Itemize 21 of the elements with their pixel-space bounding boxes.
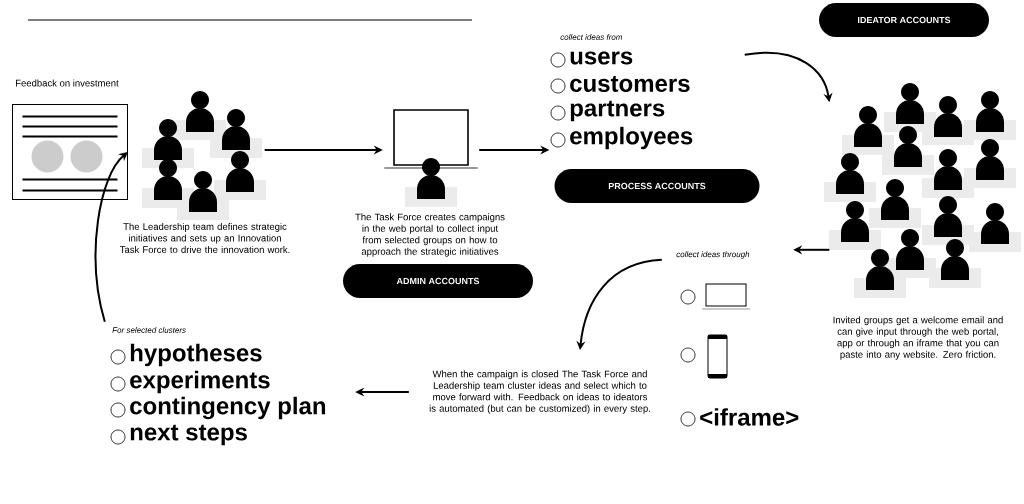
caption-text: The Leadership team defines strategic initiatives and sets up an Innovation Task Force to drive the innovation work. bbox=[119, 223, 290, 253]
list-item: partners bbox=[570, 100, 665, 122]
list-item: customers bbox=[570, 76, 690, 92]
list-item: hypotheses bbox=[130, 343, 262, 367]
list-item: users bbox=[570, 51, 633, 65]
account-pill: PROCESS ACCOUNTS bbox=[554, 169, 760, 203]
list-item: employees bbox=[570, 126, 693, 150]
account-pill: ADMIN ACCOUNTS bbox=[343, 264, 533, 298]
heading-text: Feedback on investment bbox=[16, 79, 119, 87]
list-item: experiments bbox=[130, 370, 270, 394]
caption-text: Invited groups get a welcome email and can give input through the web portal, app or through an iframe that you can paste into any website. Zero friction. bbox=[833, 316, 1003, 360]
list-heading: For selected clusters bbox=[112, 327, 186, 333]
list-item: next steps bbox=[130, 424, 247, 446]
arrow bbox=[94, 152, 128, 323]
list-heading: collect ideas from bbox=[560, 34, 623, 40]
paragraph-text: When the campaign is closed The Task Force and Leadership team cluster ideas and select which to move forward with. Feedback on ideas to ideators is automated (but can be customized) in every step. bbox=[429, 370, 650, 414]
account-pill: IDEATOR ACCOUNTS bbox=[819, 3, 989, 37]
list-heading: collect ideas through bbox=[676, 251, 750, 259]
caption-text: The Task Force creates campaigns in the web portal to collect input from selected groups on how to approach the strategic initiatives bbox=[355, 213, 505, 257]
list-item: <iframe> bbox=[700, 408, 799, 426]
list-item: contingency plan bbox=[130, 396, 326, 420]
